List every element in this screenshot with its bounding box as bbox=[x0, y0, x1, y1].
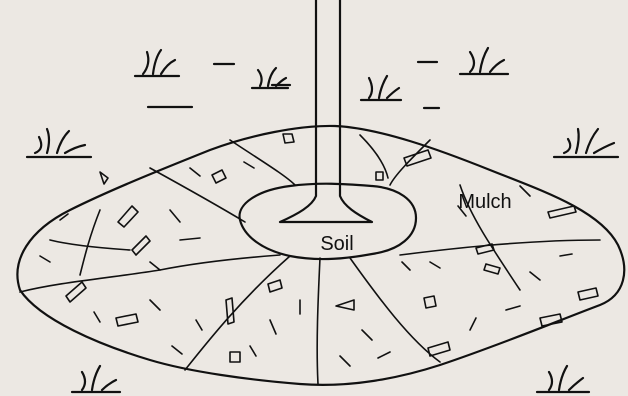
tree-trunk-icon bbox=[280, 0, 372, 222]
grass-tuft-icon bbox=[554, 129, 618, 157]
grass-tuft-icon bbox=[460, 48, 508, 74]
grass-tuft-icon bbox=[72, 366, 120, 392]
soil-label: Soil bbox=[320, 233, 353, 255]
grass-tuft-icon bbox=[135, 50, 179, 76]
grass-tuft-icon bbox=[537, 366, 589, 392]
grass-tuft-icon bbox=[361, 76, 401, 100]
mulch-mound bbox=[17, 126, 624, 385]
grass-tuft-icon bbox=[27, 129, 91, 157]
mulch-label: Mulch bbox=[458, 191, 511, 213]
